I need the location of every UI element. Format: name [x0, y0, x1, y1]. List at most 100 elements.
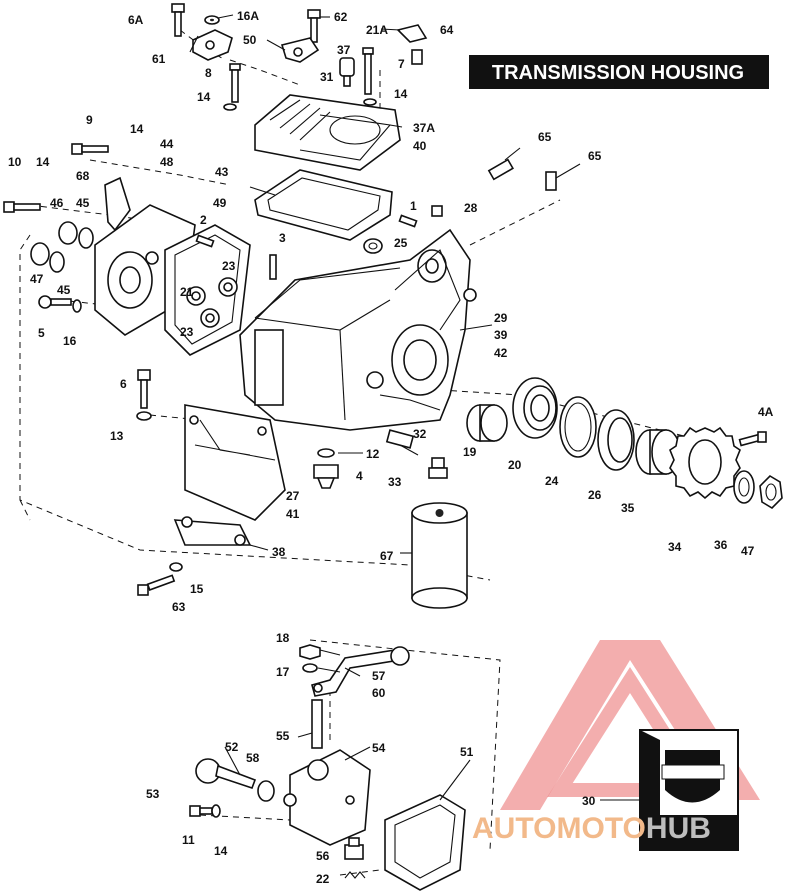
washer-14-icon [223, 98, 377, 111]
bracket-61-icon [192, 29, 233, 61]
part-label: 63 [172, 600, 186, 614]
part-label: 10 [8, 155, 22, 169]
bolt-63-icon [137, 562, 183, 596]
part-label: 29 [494, 311, 508, 325]
part-label: 4A [758, 405, 774, 419]
part-label: 68 [76, 169, 90, 183]
badge-number: 30 [582, 794, 596, 808]
sprocket-34-icon [669, 426, 741, 500]
part-label: 65 [538, 130, 552, 144]
part-label: 37A [413, 121, 435, 135]
part-label: 14 [197, 90, 211, 104]
part-label: 21 [180, 285, 194, 299]
harley-badge-icon [639, 729, 739, 851]
part-label: 13 [110, 429, 124, 443]
part-label: 50 [243, 33, 257, 47]
part-label: 51 [460, 745, 474, 759]
dowel-32-icon [385, 429, 415, 449]
sensor-37-icon [339, 57, 355, 87]
top-cover-37a-icon [254, 94, 401, 171]
part-label: 5 [38, 326, 45, 340]
part-label: 41 [286, 507, 300, 521]
o-ring-58-icon [257, 780, 275, 802]
seals-46-45-47-icon [30, 221, 94, 273]
part-label: 40 [413, 139, 427, 153]
gasket-43-icon [254, 169, 393, 241]
part-label: 35 [621, 501, 635, 515]
part-label: 2 [200, 213, 207, 227]
part-label: 6 [120, 377, 127, 391]
part-label: 46 [50, 196, 64, 210]
title-box [469, 55, 769, 89]
drain-plug-4-icon [313, 448, 339, 489]
watermark-text-auto: AUTO [472, 812, 556, 845]
part-label: 25 [394, 236, 408, 250]
part-label: 14 [214, 844, 228, 858]
bracket-38-icon [173, 516, 252, 546]
shifter-cover-54-icon [283, 749, 371, 846]
part-label: 58 [246, 751, 260, 765]
part-label: 20 [508, 458, 522, 472]
part-label: 31 [320, 70, 334, 84]
plug-33-icon [428, 457, 448, 479]
bolt-4a-icon [738, 431, 767, 447]
part-label: 4 [356, 469, 363, 483]
part-label: 48 [160, 155, 174, 169]
bolt-5-icon [38, 295, 82, 313]
part-label: 24 [545, 474, 559, 488]
part-label: 55 [276, 729, 290, 743]
part-label: 33 [388, 475, 402, 489]
fitting-65-icon [487, 158, 557, 191]
dowel-2-icon [195, 234, 215, 248]
part-label: 67 [380, 549, 394, 563]
dowel-1-icon [398, 214, 418, 228]
pawl-56-icon [344, 837, 364, 860]
part-label: 56 [316, 849, 330, 863]
transmission-housing-icon [239, 228, 477, 431]
diagram-title: TRANSMISSION HOUSING [492, 62, 744, 84]
bolt-6-icon [136, 369, 152, 421]
part-label: 36 [714, 538, 728, 552]
part-label: 16 [63, 334, 77, 348]
bolt-28-icon [431, 205, 443, 217]
part-label: 14 [36, 155, 50, 169]
lockplate-36-icon [733, 470, 755, 504]
part-label: 18 [276, 631, 290, 645]
part-label: 19 [463, 445, 477, 459]
part-label: 16A [237, 9, 259, 23]
part-label: 60 [372, 686, 386, 700]
bolt-10-icon [3, 201, 41, 213]
part-label: 65 [588, 149, 602, 163]
part-label: 37 [337, 43, 351, 57]
part-labels: 6A 16A 62 21A 64 61 50 37 8 7 31 14 14 3… [8, 9, 774, 886]
bearing-20-icon [512, 377, 558, 439]
nut-18-17-icon [299, 644, 321, 673]
part-label: 32 [413, 427, 427, 441]
part-label: 54 [372, 741, 386, 755]
part-label: 34 [668, 540, 682, 554]
part-label: 61 [152, 52, 166, 66]
part-label: 47 [741, 544, 755, 558]
part-label: 3 [279, 231, 286, 245]
part-label: 47 [30, 272, 44, 286]
dowel-3-icon [269, 254, 277, 280]
part-label: 6A [128, 13, 144, 27]
part-label: 62 [334, 10, 348, 24]
part-label: 23 [180, 325, 194, 339]
shift-lever-57-icon [311, 646, 410, 697]
part-label: 45 [76, 196, 90, 210]
side-cover-27-icon [184, 404, 286, 521]
bolt-8-icon [229, 63, 241, 103]
part-label: 42 [494, 346, 508, 360]
part-label: 14 [130, 122, 144, 136]
part-label: 1 [410, 199, 417, 213]
part-label: 8 [205, 66, 212, 80]
bolt-11-icon [189, 804, 221, 818]
part-label: 49 [213, 196, 227, 210]
gasket-49-icon [164, 224, 251, 356]
part-label: 43 [215, 165, 229, 179]
leader-lines [189, 14, 581, 801]
bolt-6a-icon [171, 3, 185, 37]
